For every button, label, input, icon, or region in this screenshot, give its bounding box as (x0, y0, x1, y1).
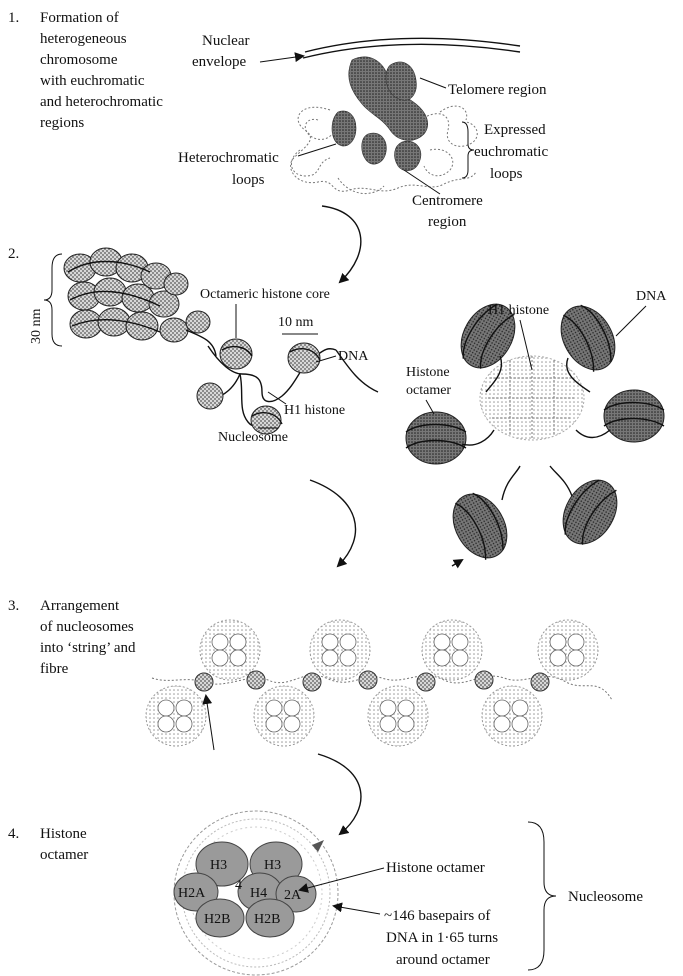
section-3-line-3: into ‘string’ and (40, 640, 136, 656)
chromosome-illustration (291, 57, 478, 194)
label-basepairs-3: around octamer (396, 952, 490, 968)
section-1-number: 1. (8, 10, 19, 26)
section-1-line-2: heterogeneous (40, 31, 127, 47)
label-telomere-region: Telomere region (448, 82, 547, 98)
label-histone-octamer-1: Histone (406, 365, 450, 380)
label-h1-histone-right: H1 histone (488, 303, 549, 318)
nucleosome-brace (528, 822, 556, 970)
label-2a-right: 2A (284, 888, 302, 903)
label-basepairs-2: DNA in 1·65 turns (386, 930, 498, 946)
label-expressed-1: Expressed (484, 122, 546, 138)
label-heterochromatic-1: Heterochromatic (178, 150, 279, 166)
section-1-line-1: Formation of (40, 10, 119, 26)
section-1-line-4: with euchromatic (40, 73, 145, 89)
label-h2a-left: H2A (178, 886, 206, 901)
section-4-number: 4. (8, 826, 19, 842)
section-1: 1. Formation of heterogeneous chromosome… (8, 10, 548, 282)
nuclear-envelope-line (305, 38, 520, 52)
section-3-line-2: of nucleosomes (40, 619, 134, 635)
label-histone-octamer: Histone octamer (386, 860, 485, 876)
label-30nm: 30 nm (29, 309, 44, 345)
section-3-number: 3. (8, 598, 19, 614)
label-nuclear-envelope-2: envelope (192, 54, 246, 70)
label-h2b-left: H2B (204, 912, 230, 927)
arrow-2-to-3 (310, 480, 356, 566)
section-3: 3. Arrangement of nucleosomes into ‘stri… (8, 598, 612, 834)
label-dna-right: DNA (636, 289, 667, 304)
label-nucleosome: Nucleosome (218, 430, 288, 445)
label-h3-left: H3 (210, 858, 227, 873)
arrow-3-to-4 (318, 754, 361, 834)
section-1-line-5: and heterochromatic (40, 94, 163, 110)
label-10nm: 10 nm (278, 315, 314, 330)
section-3-line-1: Arrangement (40, 598, 120, 614)
label-nucleosome-4: Nucleosome (568, 889, 643, 905)
section-1-line-6: regions (40, 115, 84, 131)
thirty-nm-fibre (64, 248, 216, 356)
label-histone-octamer-2: octamer (406, 383, 451, 398)
histone-octamer-rosette (406, 295, 664, 568)
section-4-line-2: octamer (40, 847, 88, 863)
nucleosome-string (146, 620, 612, 750)
label-dna: DNA (338, 349, 369, 364)
label-centromere-1: Centromere (412, 193, 483, 209)
section-2-number: 2. (8, 246, 19, 262)
section-3-line-4: fibre (40, 661, 69, 677)
section-1-line-3: chromosome (40, 52, 118, 68)
section-4: 4. Histone octamer H3 H3 H2A 4 H4 2A H2B… (8, 811, 643, 975)
section-4-line-1: Histone (40, 826, 87, 842)
label-octameric-core: Octameric histone core (200, 287, 330, 302)
label-heterochromatic-2: loops (232, 172, 265, 188)
label-h2b-right: H2B (254, 912, 280, 927)
section-2: 2. 30 nm (8, 246, 667, 567)
arrow-1-to-2 (322, 206, 361, 282)
label-h3-right: H3 (264, 858, 281, 873)
label-small-4: 4 (235, 878, 242, 893)
label-h4: H4 (250, 886, 267, 901)
label-basepairs-1: ~146 basepairs of (384, 908, 490, 924)
label-expressed-3: loops (490, 166, 523, 182)
label-expressed-2: euchromatic (474, 144, 548, 160)
label-h1-histone: H1 histone (284, 403, 345, 418)
label-centromere-2: region (428, 214, 467, 230)
label-nuclear-envelope-1: Nuclear (202, 33, 249, 49)
